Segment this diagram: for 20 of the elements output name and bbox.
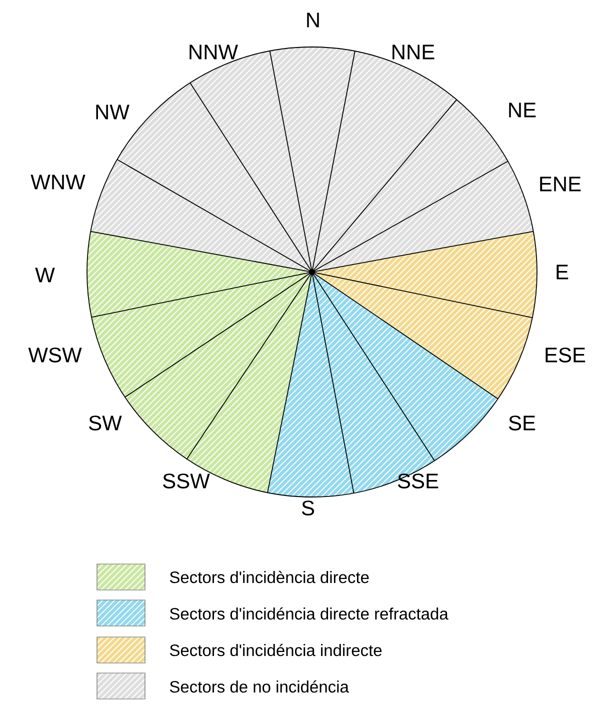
direction-label: ENE bbox=[540, 176, 581, 192]
direction-label: WSW bbox=[28, 348, 82, 362]
direction-label: E bbox=[556, 264, 568, 280]
direction-label: ESE bbox=[546, 348, 586, 362]
direction-label: WNW bbox=[30, 174, 86, 190]
direction-label: NNW bbox=[190, 44, 238, 60]
direction-label: SSE bbox=[398, 474, 438, 488]
direction-label: SE bbox=[508, 416, 536, 430]
legend-label: Sectors d'incidéncia directe refractada bbox=[170, 607, 448, 620]
direction-label: NNE bbox=[392, 44, 434, 60]
legend-label: Sectors de no incidéncia bbox=[170, 680, 349, 693]
direction-label: NW bbox=[96, 104, 130, 120]
legend-label: Sectors d'incidéncia indirecte bbox=[170, 644, 382, 656]
direction-label: NE bbox=[509, 102, 536, 118]
direction-label: S bbox=[302, 500, 314, 516]
legend-label: Sectors d'incidència directe bbox=[170, 570, 369, 584]
direction-label: W bbox=[35, 268, 55, 282]
direction-label: SW bbox=[89, 416, 122, 430]
direction-label: N bbox=[307, 12, 319, 28]
direction-label: SSW bbox=[163, 474, 210, 488]
